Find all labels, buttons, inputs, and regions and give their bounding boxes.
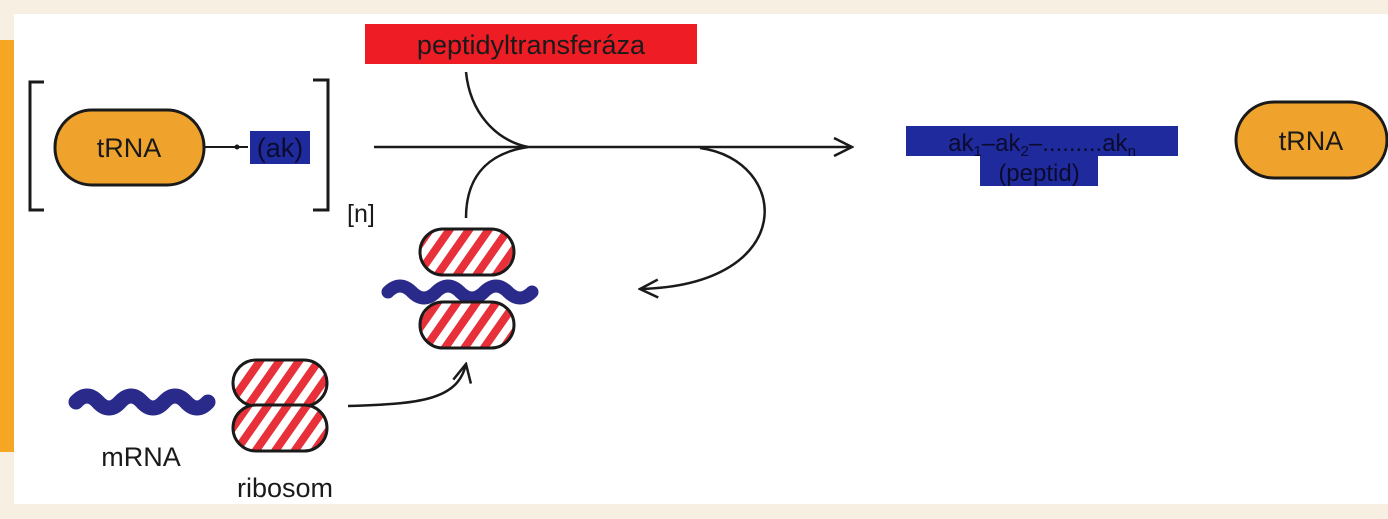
peptide-box-top bbox=[906, 126, 1178, 156]
bond-dot bbox=[234, 144, 240, 150]
trna-aminoacid-unit: tRNA (ak) [n] bbox=[28, 78, 375, 228]
peptide-product: ak1–ak2–.........akn (peptid) bbox=[906, 126, 1178, 187]
mrna-label: mRNA bbox=[101, 442, 181, 472]
enzyme-label: peptidyltransferáza bbox=[417, 30, 646, 60]
trna-left-label: tRNA bbox=[97, 133, 162, 163]
assembly-arrow bbox=[347, 364, 466, 408]
amino-acid-box bbox=[250, 131, 310, 164]
ribosome-large-subunit bbox=[418, 227, 516, 277]
peptide-box-bottom bbox=[980, 156, 1098, 186]
free-ribosome-large-subunit bbox=[231, 358, 329, 408]
right-bracket bbox=[313, 78, 330, 212]
enzyme-box bbox=[365, 24, 697, 64]
ribosome-mrna-complex bbox=[381, 227, 539, 350]
free-ribosome bbox=[231, 358, 329, 453]
mrna-strand-bound bbox=[381, 279, 539, 305]
ribosome-small-subunit bbox=[418, 300, 516, 350]
enzyme-curve bbox=[464, 71, 529, 149]
trna-right-label: tRNA bbox=[1279, 126, 1344, 156]
repeat-count-label: [n] bbox=[347, 200, 375, 228]
ribosome-curve bbox=[464, 145, 529, 219]
trna-right bbox=[1234, 100, 1388, 180]
mrna-free bbox=[68, 388, 216, 416]
ribosome-label: ribosom bbox=[237, 473, 333, 503]
diagram-panel bbox=[14, 14, 1388, 504]
ribosome-recycle-arrow bbox=[640, 146, 766, 289]
amino-acid-label: (ak) bbox=[257, 133, 304, 163]
peptide-formula: ak1–ak2–.........akn bbox=[948, 130, 1136, 160]
left-accent-bar bbox=[0, 40, 14, 452]
peptide-label: (peptid) bbox=[998, 160, 1079, 187]
free-ribosome-small-subunit bbox=[231, 403, 329, 453]
left-bracket bbox=[28, 80, 44, 212]
